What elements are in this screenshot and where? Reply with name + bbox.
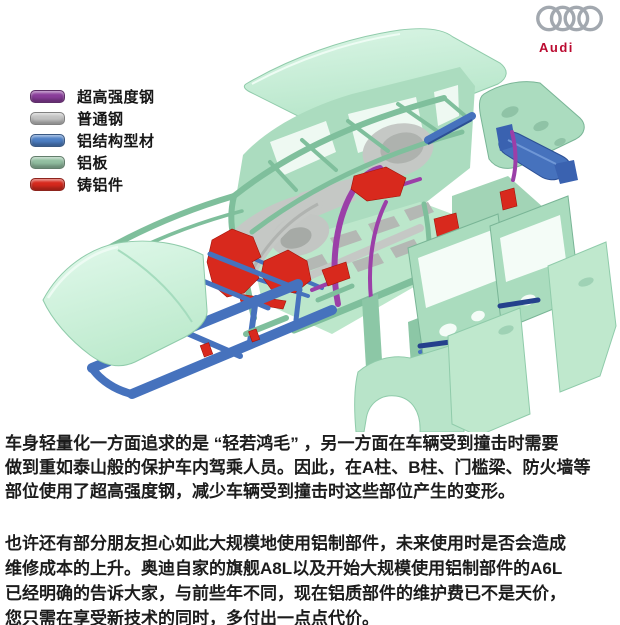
front-door-skin: [447, 307, 531, 432]
rear-door-skin: [547, 241, 617, 393]
legend-label: 铝结构型材: [77, 133, 155, 150]
material-legend: 超高强度钢 普通钢 铝结构型材 铝板 铸铝件: [30, 88, 155, 198]
rear-door-impact-beam: [497, 297, 541, 309]
cast-alu-swatch: [30, 178, 65, 191]
legend-item-uhss: 超高强度钢: [30, 88, 155, 106]
audi-logo: Audi: [536, 5, 608, 55]
legend-label: 普通钢: [77, 111, 124, 128]
legend-label: 超高强度钢: [77, 89, 155, 106]
audi-wordmark: Audi: [539, 40, 574, 55]
doors-and-fender: [354, 195, 617, 432]
front-fender: [354, 341, 465, 432]
paragraph-1: 车身轻量化一方面追求的是 “轻若鸿毛” ，另一方面在车辆受到撞击时需要 做到重如…: [5, 434, 591, 501]
alu-profile-swatch: [30, 134, 65, 147]
exploded-body-diagram: [42, 28, 617, 432]
roof-panel: [243, 28, 507, 136]
article-text: 车身轻量化一方面追求的是 “轻若鸿毛” ，另一方面在车辆受到撞击时需要 做到重如…: [0, 432, 620, 625]
body-structure-figure: 超高强度钢 普通钢 铝结构型材 铝板 铸铝件: [30, 5, 617, 432]
legend-item-steel: 普通钢: [30, 110, 155, 128]
ordinary-steel-swatch: [30, 112, 65, 125]
legend-item-cast-alu: 铸铝件: [30, 176, 155, 194]
uhss-steel-swatch: [30, 90, 65, 103]
hood-panel: [42, 240, 208, 367]
legend-label: 铸铝件: [77, 177, 124, 194]
alu-sheet-swatch: [30, 156, 65, 169]
hinge-pillar: [362, 294, 382, 368]
legend-label: 铝板: [77, 155, 109, 172]
audi-rings-icon: [536, 5, 603, 32]
paragraph-2: 也许还有部分朋友担心如此大规模地使用铝制部件，未来使用时是否会造成 维修成本的上…: [5, 534, 566, 625]
legend-item-alu-profile: 铝结构型材: [30, 132, 155, 150]
legend-item-alu-sheet: 铝板: [30, 154, 155, 172]
